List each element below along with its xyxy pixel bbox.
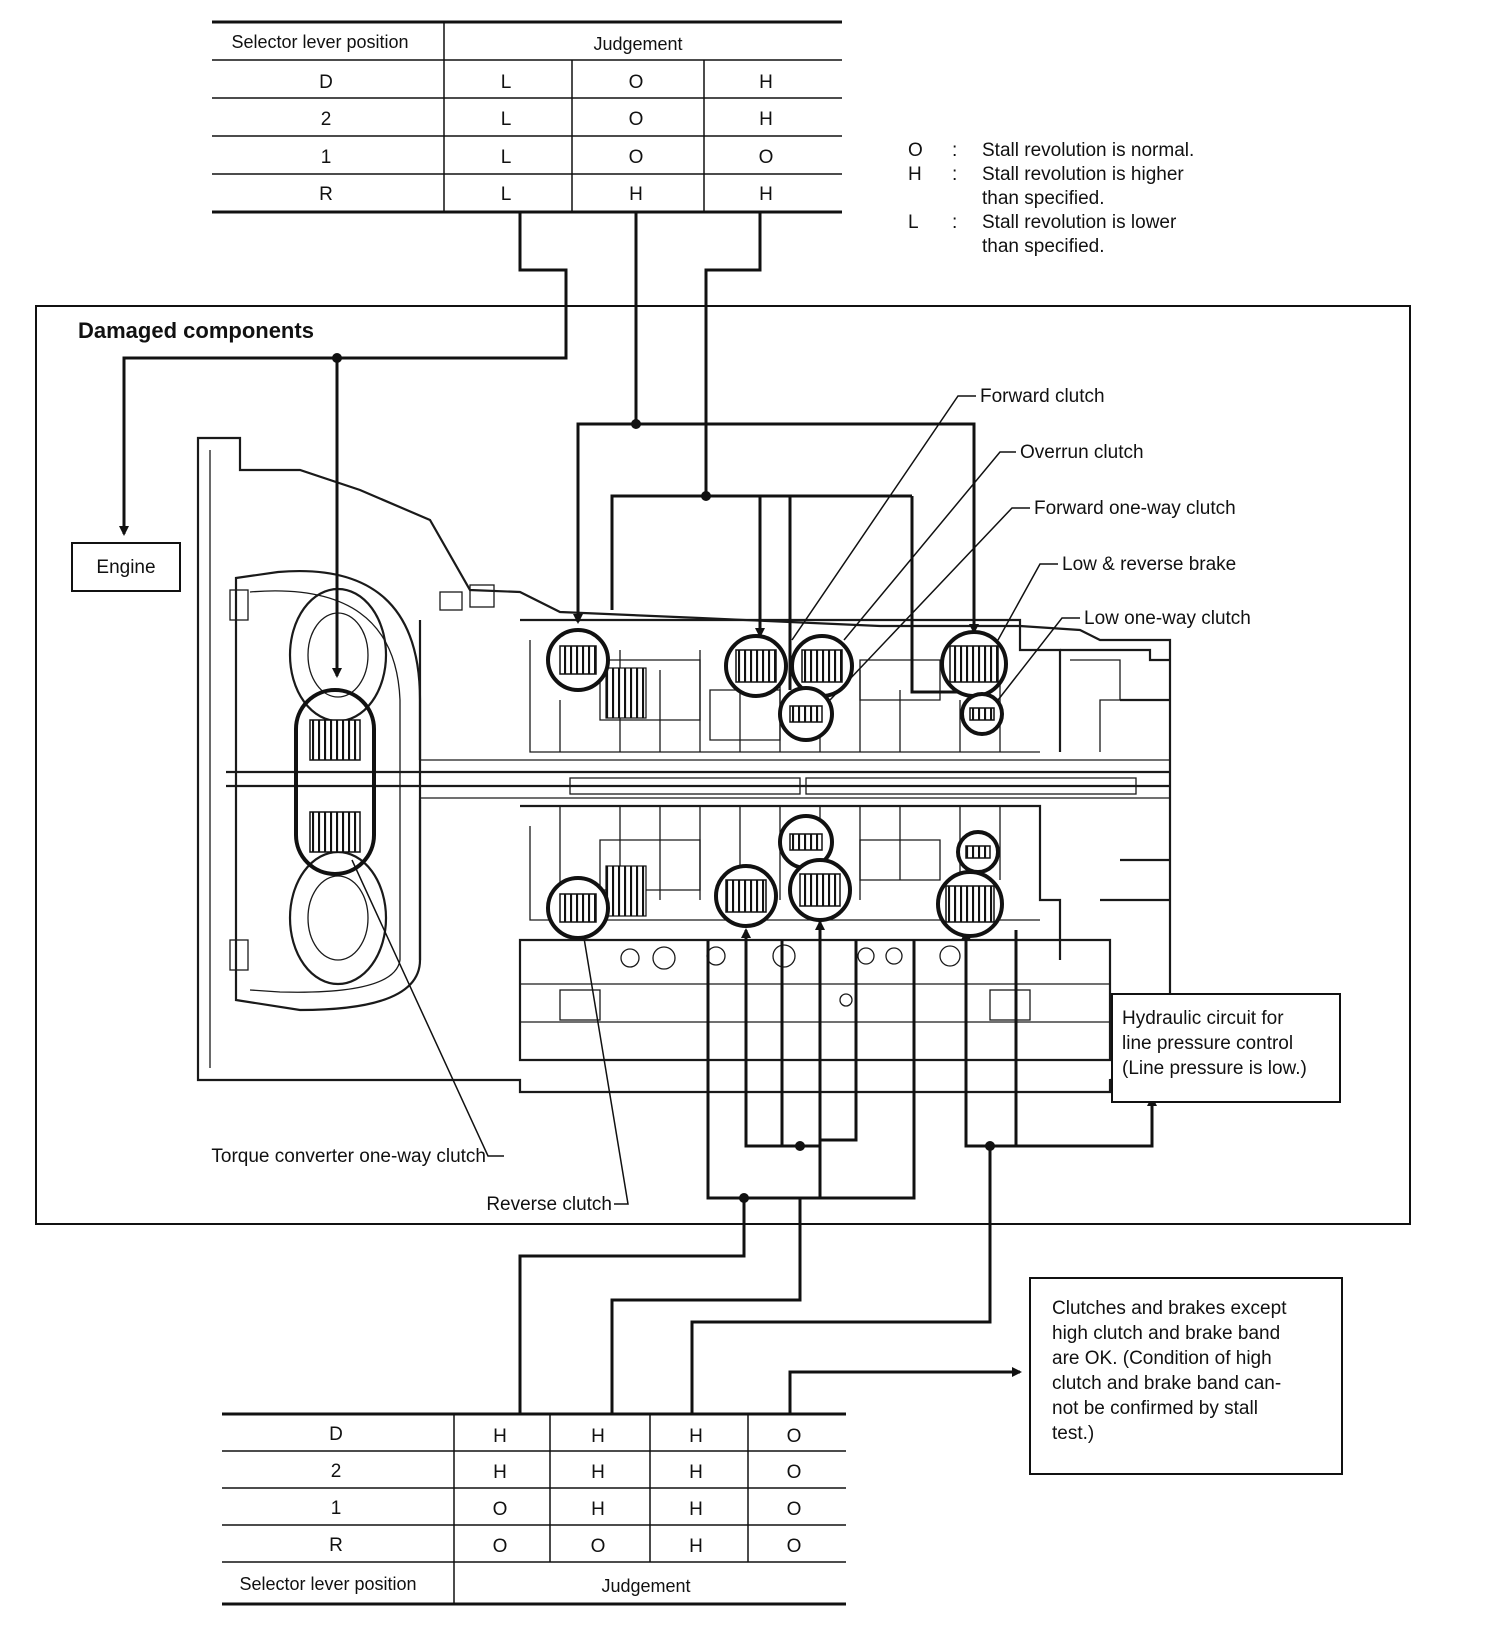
top-cell: O [759, 147, 774, 168]
label-low-reverse-brake: Low & reverse brake [1062, 554, 1236, 575]
top-cell: L [501, 147, 512, 168]
bottom-row-pos: 2 [331, 1461, 342, 1482]
bottom-cell: O [493, 1499, 508, 1520]
hydraulic-circuit-box: Hydraulic circuit for line pressure cont… [1111, 993, 1341, 1103]
hydraulic-line: (Line pressure is low.) [1122, 1058, 1307, 1079]
legend-sep: : [952, 164, 957, 185]
bottom-cell: H [689, 1462, 703, 1483]
label-torque-converter-one-way-clutch: Torque converter one-way clutch [211, 1146, 486, 1167]
legend: O : Stall revolution is normal. H : Stal… [908, 140, 1194, 257]
top-cell: L [501, 184, 512, 205]
bottom-cell: O [787, 1499, 802, 1520]
top-judgement-table: Selector lever position Judgement D L O … [212, 20, 842, 214]
bottom-row-pos: 1 [331, 1498, 342, 1519]
bottom-cell: O [787, 1462, 802, 1483]
top-row-pos: 1 [321, 147, 332, 168]
legend-text: Stall revolution is normal. [982, 140, 1194, 161]
label-low-one-way-clutch: Low one-way clutch [1084, 608, 1251, 629]
bottom-cell: H [591, 1426, 605, 1447]
transmission-cross-section [196, 436, 1172, 1094]
legend-text: Stall revolution is higher [982, 164, 1184, 185]
bottom-footer-judgement: Judgement [601, 1576, 690, 1596]
bottom-cell: H [689, 1499, 703, 1520]
top-row-pos: D [319, 72, 333, 93]
bottom-cell: O [787, 1536, 802, 1557]
ok-note-line: test.) [1052, 1423, 1094, 1444]
top-row-pos: R [319, 184, 333, 205]
bottom-cell: H [591, 1499, 605, 1520]
panel-title: Damaged components [78, 318, 314, 343]
top-header-selector: Selector lever position [231, 32, 408, 52]
connector-lines [119, 212, 1157, 1414]
bottom-cell: H [591, 1462, 605, 1483]
top-row-pos: 2 [321, 109, 332, 130]
top-cell: O [629, 72, 644, 93]
hydraulic-line: Hydraulic circuit for [1122, 1008, 1284, 1029]
legend-symbol: H [908, 164, 922, 185]
ok-note-line: not be confirmed by stall [1052, 1398, 1258, 1419]
label-forward-one-way-clutch: Forward one-way clutch [1034, 498, 1236, 519]
ok-note-box: Clutches and brakes except high clutch a… [1029, 1277, 1343, 1475]
ok-note-line: clutch and brake band can- [1052, 1373, 1281, 1394]
label-overrun-clutch: Overrun clutch [1020, 442, 1144, 463]
label-forward-clutch: Forward clutch [980, 386, 1105, 407]
bottom-footer-selector: Selector lever position [239, 1574, 416, 1594]
legend-sep: : [952, 212, 957, 233]
bottom-cell: H [689, 1536, 703, 1557]
top-cell: L [501, 109, 512, 130]
bottom-cell: H [689, 1426, 703, 1447]
bottom-cell: H [493, 1426, 507, 1447]
legend-text: than specified. [982, 236, 1105, 257]
component-labels: Forward clutch Overrun clutch Forward on… [211, 386, 1250, 1215]
top-cell: H [759, 109, 773, 130]
ok-note-line: are OK. (Condition of high [1052, 1348, 1272, 1369]
legend-text: Stall revolution is lower [982, 212, 1177, 233]
hydraulic-line: line pressure control [1122, 1033, 1293, 1054]
legend-symbol: L [908, 212, 919, 233]
top-cell: H [759, 72, 773, 93]
bottom-cell: O [787, 1426, 802, 1447]
top-cell: H [629, 184, 643, 205]
legend-symbol: O [908, 140, 923, 161]
legend-text: than specified. [982, 188, 1105, 209]
bottom-cell: O [493, 1536, 508, 1557]
bottom-cell: O [591, 1536, 606, 1557]
ok-note-line: high clutch and brake band [1052, 1323, 1280, 1344]
damaged-components-panel [35, 305, 1411, 1225]
engine-box [71, 542, 181, 592]
bottom-row-pos: R [329, 1535, 343, 1556]
label-reverse-clutch: Reverse clutch [486, 1194, 612, 1215]
top-cell: L [501, 72, 512, 93]
top-cell: O [629, 147, 644, 168]
top-cell: O [629, 109, 644, 130]
torque-converter-clutch-highlight [294, 688, 376, 876]
bottom-cell: H [493, 1462, 507, 1483]
bottom-row-pos: D [329, 1424, 343, 1445]
engine-label: Engine [96, 557, 155, 578]
legend-sep: : [952, 140, 957, 161]
component-highlights [294, 628, 1008, 940]
top-cell: H [759, 184, 773, 205]
ok-note-line: Clutches and brakes except [1052, 1298, 1287, 1319]
top-header-judgement: Judgement [593, 34, 682, 54]
bottom-judgement-table: D H H H O 2 H H H O 1 O H H O R O O H O … [222, 1412, 846, 1606]
